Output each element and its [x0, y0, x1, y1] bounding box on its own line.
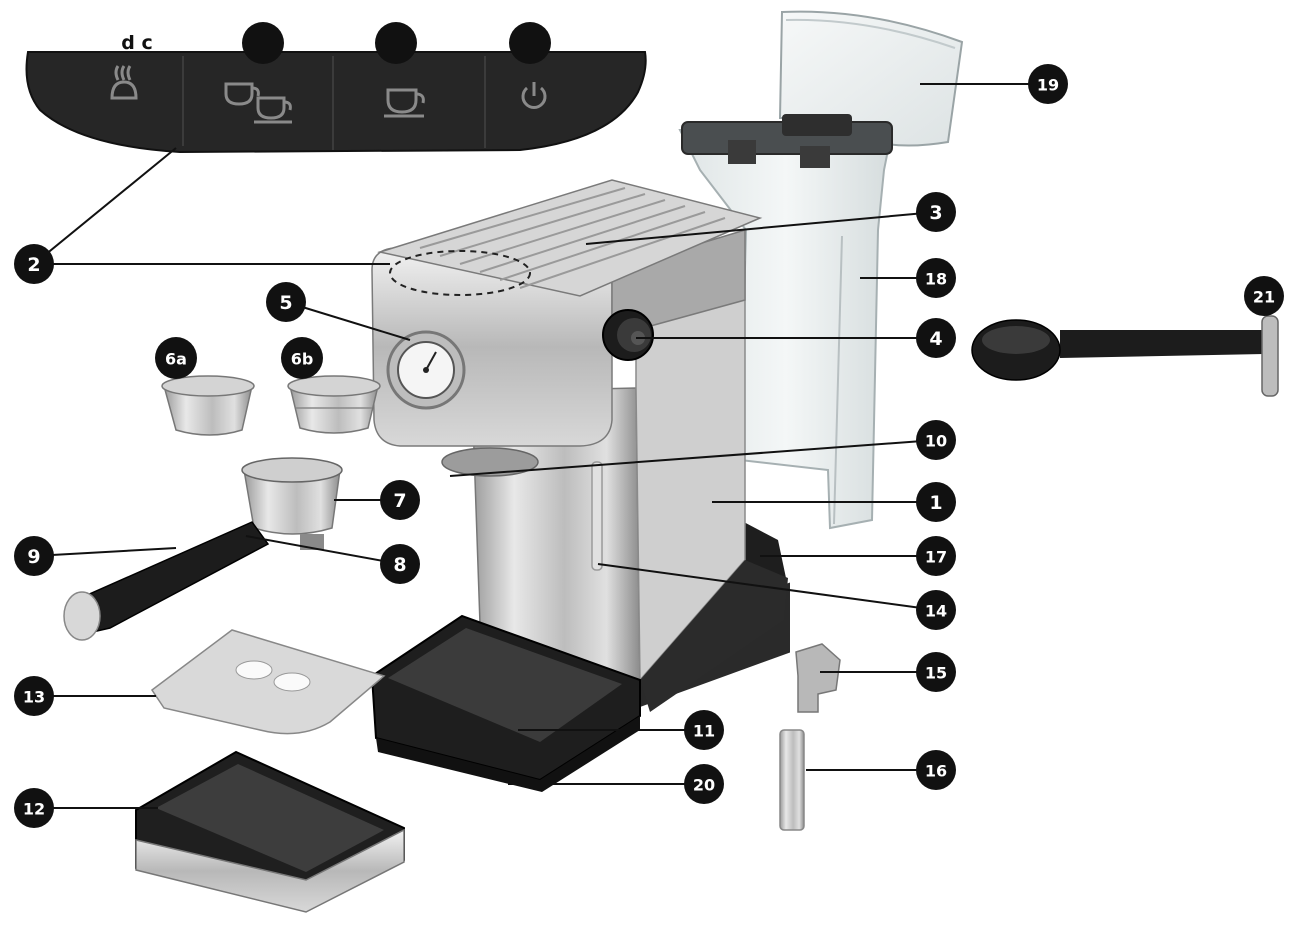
callout-label: 12 [23, 800, 45, 819]
callout-21: 21 [1244, 276, 1284, 316]
callout-19: 19 [1028, 64, 1068, 104]
drip-tray-grid [150, 629, 386, 735]
callout-label: 1 [929, 492, 942, 514]
callout-label: 4 [929, 328, 942, 350]
machine-body [371, 179, 790, 712]
callout-10: 10 [916, 420, 956, 460]
steam-nozzle-sleeve [779, 729, 805, 831]
callout-20: 20 [684, 764, 724, 804]
callout-15: 15 [916, 652, 956, 692]
callout-9: 9 [14, 536, 54, 576]
panel-badge-double [242, 22, 284, 64]
callout-label: 7 [393, 490, 406, 512]
callout-13: 13 [14, 676, 54, 716]
callout-11: 11 [684, 710, 724, 750]
panel-label-steam: d c [121, 32, 152, 54]
callout-4: 4 [916, 318, 956, 358]
callout-label: 15 [925, 664, 947, 683]
callout-label: 2 [27, 254, 40, 276]
callout-label: 21 [1253, 288, 1275, 307]
callout-label: 14 [925, 602, 947, 621]
filter-basket-single [161, 375, 255, 436]
callout-label: 8 [393, 554, 406, 576]
callout-label: 5 [279, 292, 292, 314]
callout-2: 2 [14, 244, 54, 284]
callout-label: 18 [925, 270, 947, 289]
callout-label: 11 [693, 722, 715, 741]
callout-6b: 6b [281, 337, 323, 379]
callout-label: 6b [291, 350, 314, 369]
cup-warmer-grille [419, 187, 726, 289]
portafilter [63, 457, 343, 641]
panel-badge-single [375, 22, 417, 64]
callout-label: 10 [925, 432, 947, 451]
steam-knob [602, 309, 654, 361]
steam-wand [591, 461, 603, 571]
steam-nozzle-tip [795, 643, 841, 713]
callout-label: 3 [929, 202, 942, 224]
control-panel: d c [25, 22, 647, 154]
callout-12: 12 [14, 788, 54, 828]
callout-label: 16 [925, 762, 947, 781]
callout-label: 6a [165, 350, 187, 369]
measuring-spoon-tamper [971, 315, 1279, 397]
callout-1: 1 [916, 482, 956, 522]
callout-5: 5 [266, 282, 306, 322]
callout-18: 18 [916, 258, 956, 298]
callout-16: 16 [916, 750, 956, 790]
water-tank [678, 114, 894, 530]
pressure-gauge [386, 330, 466, 410]
water-tray [135, 750, 405, 913]
callout-label: 17 [925, 548, 947, 567]
panel-badge-power [509, 22, 551, 64]
steam-icon [110, 65, 138, 100]
double-cup-icon [224, 82, 292, 124]
drip-tray [370, 614, 641, 792]
callout-label: 13 [23, 688, 45, 707]
callout-7: 7 [380, 480, 420, 520]
single-cup-icon [384, 88, 425, 118]
filter-basket-double [287, 375, 381, 434]
panel-location-highlight [389, 250, 531, 296]
callout-8: 8 [380, 544, 420, 584]
callout-label: 19 [1037, 76, 1059, 95]
callout-label: 20 [693, 776, 715, 795]
callout-14: 14 [916, 590, 956, 630]
callout-label: 9 [27, 546, 40, 568]
callout-17: 17 [916, 536, 956, 576]
callout-3: 3 [916, 192, 956, 232]
power-icon [521, 82, 547, 109]
callout-6a: 6a [155, 337, 197, 379]
